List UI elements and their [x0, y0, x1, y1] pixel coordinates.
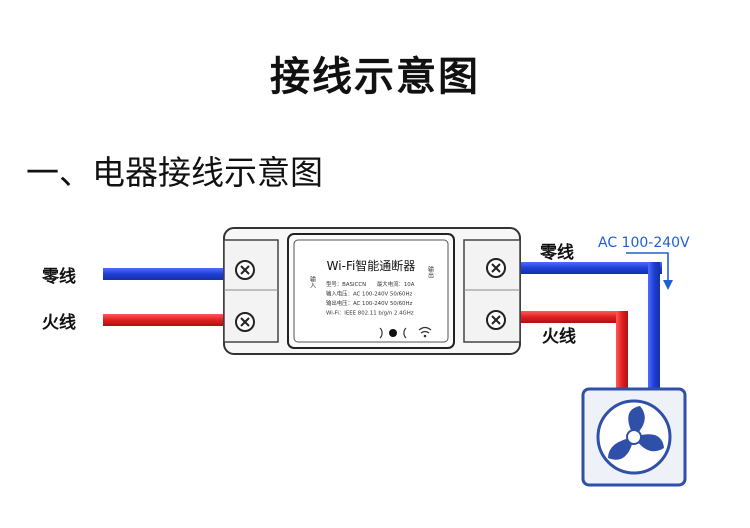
- neutral-wire-down: [648, 262, 660, 390]
- screw-icon: [235, 260, 255, 280]
- fan-icon: [581, 387, 687, 487]
- neutral-label-left: 零线: [42, 267, 76, 287]
- live-wire-left: [103, 314, 235, 326]
- neutral-wire-right: [510, 262, 662, 274]
- button-icon: [379, 327, 407, 339]
- wifi-icon: [418, 326, 432, 338]
- device-spec-line: 输出电压：AC 100-240V 50/60Hz: [326, 299, 413, 307]
- input-side-label: 输入: [309, 275, 316, 288]
- voltage-label: AC 100-240V: [598, 235, 690, 251]
- live-label-right: 火线: [542, 327, 576, 347]
- device-spec-line: Wi-Fi：IEEE 802.11 b/g/n 2.4GHz: [326, 311, 414, 317]
- section-title: 一、电器接线示意图: [26, 153, 323, 192]
- screw-icon: [486, 310, 506, 330]
- device-specs: 型号：BASICCN 最大电流：10A 输入电压：AC 100-240V 50/6…: [326, 280, 415, 317]
- live-wire-right: [510, 311, 628, 323]
- live-wire-down: [616, 311, 628, 390]
- screw-icon: [235, 312, 255, 332]
- arrow-down-icon: [626, 252, 669, 282]
- page-title: 接线示意图: [270, 54, 480, 100]
- neutral-wire-left: [103, 268, 235, 280]
- neutral-label-right: 零线: [540, 243, 574, 263]
- device-spec-line: 输入电压：AC 100-240V 50/60Hz: [326, 290, 413, 298]
- output-side-label: 输出: [427, 265, 434, 279]
- device-name: Wi-Fi智能通断器: [327, 258, 416, 273]
- device-spec-line: 型号：BASICCN 最大电流：10A: [326, 280, 415, 288]
- screw-icon: [486, 258, 506, 278]
- live-label-left: 火线: [42, 313, 76, 333]
